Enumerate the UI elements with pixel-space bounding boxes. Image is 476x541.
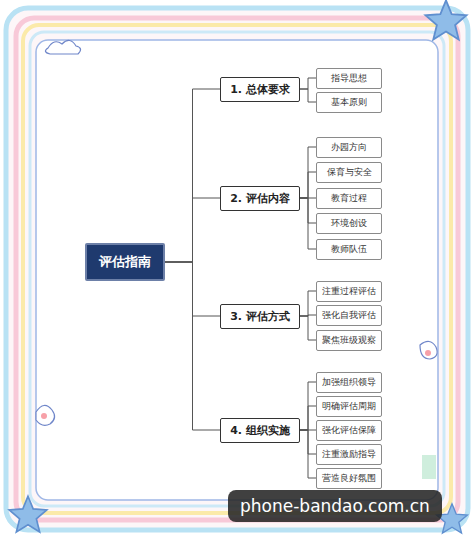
root-box: 评估指南 bbox=[85, 243, 165, 281]
tree-connector bbox=[165, 262, 220, 430]
cloud-doodle bbox=[45, 40, 80, 54]
tree-connector bbox=[300, 147, 316, 198]
node-text: 加强组织领导 bbox=[322, 376, 376, 389]
node-text: 教师队伍 bbox=[322, 243, 376, 256]
category-box: 1. 总体要求 bbox=[220, 77, 300, 102]
item-box: 加强组织领导 bbox=[316, 372, 382, 393]
node-text: 强化评估保障 bbox=[322, 424, 376, 437]
tree-connector bbox=[165, 89, 220, 262]
node-text: 办园方向 bbox=[322, 141, 376, 154]
node-text: 指导思想 bbox=[322, 72, 376, 85]
tree-connector bbox=[300, 78, 316, 89]
item-box: 注重激励指导 bbox=[316, 444, 382, 465]
node-text: 注重激励指导 bbox=[322, 448, 376, 461]
pink-stripe bbox=[16, 18, 458, 520]
category-box: 4. 组织实施 bbox=[220, 418, 300, 443]
item-box: 保育与安全 bbox=[316, 162, 382, 183]
tree-connector bbox=[300, 172, 316, 198]
item-box: 基本原则 bbox=[316, 92, 382, 113]
star-decoration bbox=[9, 496, 47, 532]
category-box: 3. 评估方式 bbox=[220, 304, 300, 329]
node-text: 环境创设 bbox=[322, 217, 376, 230]
tree-connector bbox=[300, 198, 316, 249]
node-text: 明确评估周期 bbox=[322, 400, 376, 413]
item-box: 环境创设 bbox=[316, 213, 382, 234]
category-box: 2. 评估内容 bbox=[220, 186, 300, 211]
item-box: 注重过程评估 bbox=[316, 281, 382, 302]
tree-connector bbox=[300, 316, 316, 340]
green-block bbox=[422, 455, 436, 479]
tree-connector bbox=[300, 89, 316, 102]
item-box: 教师队伍 bbox=[316, 239, 382, 260]
item-box: 聚焦班级观察 bbox=[316, 330, 382, 351]
item-box: 办园方向 bbox=[316, 137, 382, 158]
node-text: 基本原则 bbox=[322, 96, 376, 109]
star-decoration bbox=[425, 0, 466, 39]
item-box: 强化评估保障 bbox=[316, 420, 382, 441]
blue-stripe bbox=[30, 32, 444, 506]
node-text: 强化自我评估 bbox=[322, 309, 376, 322]
node-text: 3. 评估方式 bbox=[229, 309, 291, 324]
cloud-doodle bbox=[420, 341, 437, 359]
node-text: 保育与安全 bbox=[322, 166, 376, 179]
node-text: 1. 总体要求 bbox=[229, 82, 291, 97]
node-text: 注重过程评估 bbox=[322, 285, 376, 298]
watermark: phone-bandao.com.cn bbox=[228, 490, 442, 522]
tree-connector bbox=[165, 198, 220, 262]
cloud-doodle bbox=[36, 405, 55, 425]
item-box: 明确评估周期 bbox=[316, 396, 382, 417]
item-box: 强化自我评估 bbox=[316, 305, 382, 326]
node-text: 4. 组织实施 bbox=[229, 423, 291, 438]
node-text: 教育过程 bbox=[322, 192, 376, 205]
cheek-dot bbox=[425, 350, 431, 356]
tree-connector bbox=[300, 430, 316, 478]
tree-connector bbox=[300, 406, 316, 430]
item-box: 营造良好氛围 bbox=[316, 468, 382, 489]
node-text: 2. 评估内容 bbox=[229, 191, 291, 206]
yellow-stripe bbox=[23, 25, 451, 513]
item-box: 教育过程 bbox=[316, 188, 382, 209]
white-panel bbox=[36, 40, 438, 500]
node-text: 营造良好氛围 bbox=[322, 472, 376, 485]
item-box: 指导思想 bbox=[316, 68, 382, 89]
cheek-dot bbox=[41, 413, 47, 419]
outer-border bbox=[6, 8, 468, 530]
node-text: 评估指南 bbox=[99, 253, 151, 271]
node-text: 聚焦班级观察 bbox=[322, 334, 376, 347]
tree-connector bbox=[300, 291, 316, 316]
tree-connector bbox=[300, 382, 316, 430]
